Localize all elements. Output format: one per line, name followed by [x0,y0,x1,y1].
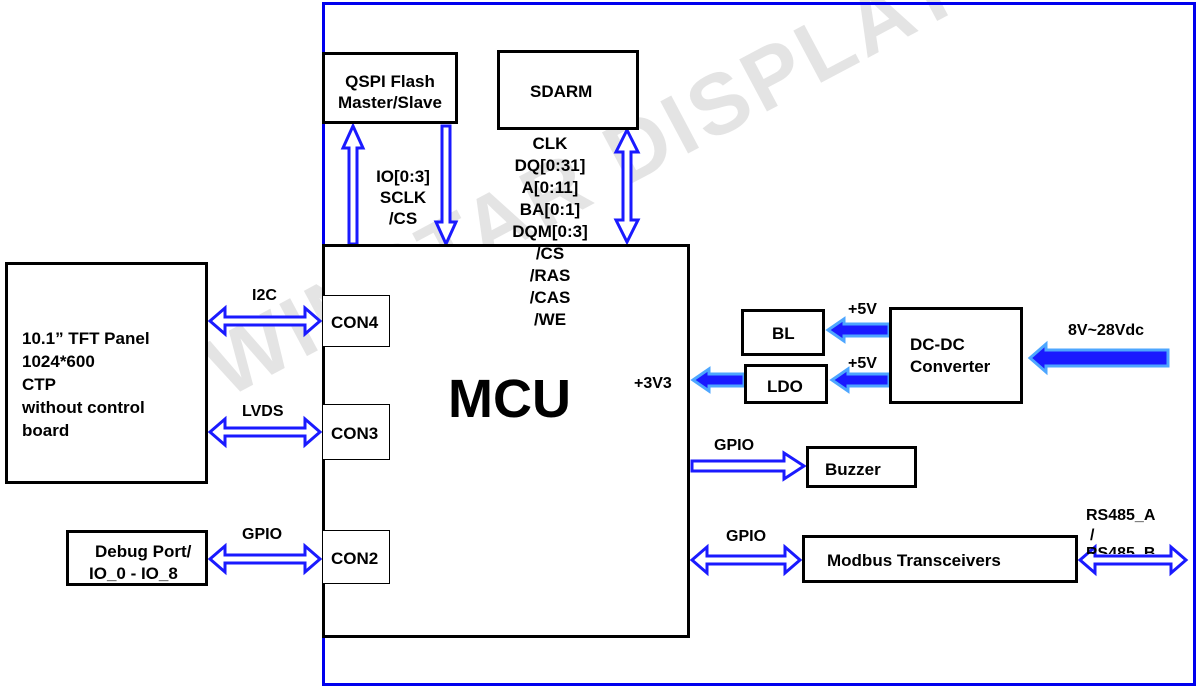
gpio-modbus-label: GPIO [726,528,767,545]
i2c-label: I2C [252,287,277,304]
mcu-label: MCU [448,369,571,429]
plus3v3-label: +3V3 [634,375,672,392]
sdram-signal: DQM[0:3] [512,222,588,241]
sdram-signal-list: CLK DQ[0:31] A[0:11] BA[0:1] DQM[0:3] /C… [490,133,610,331]
sdram-signal: /CAS [529,288,571,307]
lvds-double-arrow [207,415,323,449]
qspi-io-label: IO[0:3] [376,167,430,186]
sdram-signal: /RAS [529,266,571,285]
sdram-double-arrow [613,126,641,246]
con4-label: CON4 [331,313,379,332]
con2-label: CON2 [331,549,379,568]
plus5v-ldo-label: +5V [848,355,877,372]
buzzer-block: Buzzer [806,446,917,488]
rs485-b-label: RS485_B [1086,546,1155,554]
qspi-signal-list: IO[0:3] SCLK /CS [366,166,440,229]
bl-label: BL [772,324,795,343]
i2c-double-arrow [207,304,323,338]
tft-line5: board [22,421,70,440]
tft-line2: 1024*600 [22,352,95,371]
buzzer-label: Buzzer [825,460,881,479]
gpio-buzzer-arrow [690,450,807,482]
plus5v-bl-power-arrow [825,316,891,344]
bl-block: BL [741,309,825,356]
debug-line2: IO_0 - IO_8 [89,564,178,583]
sdram-signal: BA[0:1] [519,200,581,219]
qspi-sclk-label: SCLK [379,188,427,207]
vin-power-arrow [1027,340,1170,376]
qspi-down-arrow [433,124,459,248]
ldo-label: LDO [767,377,803,396]
qspi-up-arrow [340,122,366,246]
modbus-transceivers-block: Modbus Transceivers [802,535,1078,583]
sdram-signal: DQ[0:31] [514,156,586,175]
gpio-debug-double-arrow [207,542,323,576]
debug-line1: Debug Port/ [95,542,192,561]
rs485-slash-label: / [1090,527,1095,544]
ldo-block: LDO [744,364,828,404]
tft-line1: 10.1” TFT Panel [22,329,150,348]
plus5v-bl-label: +5V [848,301,877,318]
qspi-line2: Master/Slave [338,93,442,113]
dcdc-block: DC-DC Converter [889,307,1023,404]
modbus-label: Modbus Transceivers [827,551,1001,570]
gpio-debug-label: GPIO [242,526,283,543]
qspi-flash-block: QSPI Flash Master/Slave [322,52,458,124]
qspi-cs-label: /CS [388,209,418,228]
gpio-buzzer-label: GPIO [714,437,755,454]
qspi-line1: QSPI Flash [345,72,435,91]
plus3v3-power-arrow [690,366,746,394]
vin-label: 8V~28Vdc [1068,322,1145,339]
con3-label: CON3 [331,424,379,443]
debug-port-block: Debug Port/ IO_0 - IO_8 [66,530,208,586]
lvds-label: LVDS [242,403,284,420]
con4-block: CON4 [322,295,390,347]
tft-line4: without control [22,398,145,417]
gpio-modbus-double-arrow [689,543,803,577]
sdram-signal: CLK [532,134,568,153]
tft-line3: CTP [22,375,56,394]
rs485-a-label: RS485_A [1086,507,1156,524]
sdram-label: SDARM [530,82,593,101]
sdram-signal: /CS [535,244,565,263]
con3-block: CON3 [322,404,390,460]
sdram-signal: /WE [533,310,567,329]
sdram-signal: A[0:11] [521,178,579,197]
tft-panel-block: 10.1” TFT Panel 1024*600 CTP without con… [5,262,208,484]
sdram-block: SDARM [497,50,639,130]
rs485-double-arrow [1077,543,1189,577]
plus5v-ldo-power-arrow [829,366,891,394]
con2-block: CON2 [322,530,390,584]
dcdc-line2: Converter [910,357,991,376]
dcdc-line1: DC-DC [910,335,965,354]
